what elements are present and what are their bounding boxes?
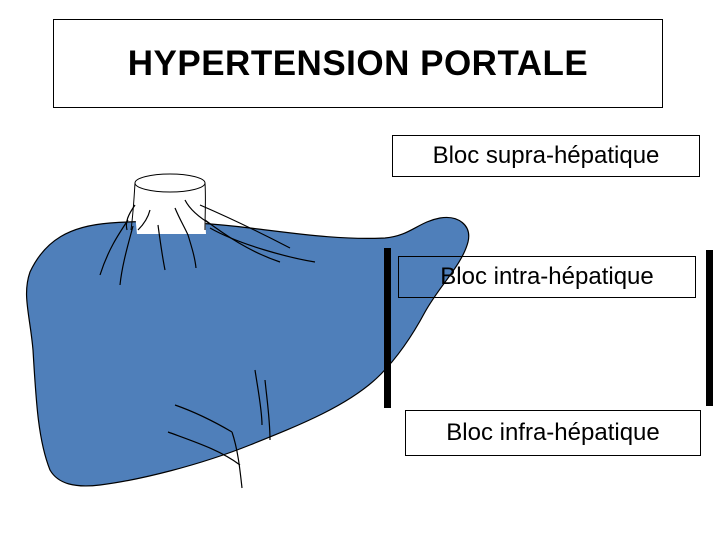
bloc-intra-items: Veinules portales Sinusoïdes Veines cent…	[452, 312, 638, 393]
list-item-veines-centrolobulaires: Veines centrolobulaires	[452, 369, 639, 389]
bloc-supra-items: VCI Veines hépatiques	[468, 186, 615, 240]
bloc-supra-hepatique: Bloc supra-hépatique	[392, 135, 700, 177]
liver-shape	[25, 216, 470, 487]
page-title: HYPERTENSION PORTALE	[127, 43, 589, 83]
list-item-vci: VCI	[468, 189, 499, 209]
list-item-sinusoides: Sinusoïdes	[452, 342, 542, 362]
hepatic-veins	[99, 199, 316, 489]
list-item-veine-porte: Veine porte	[434, 470, 526, 490]
bracket-right	[706, 250, 713, 406]
bloc-infra-hepatique: Bloc infra-hépatique	[405, 410, 701, 456]
title-box: HYPERTENSION PORTALE	[53, 19, 663, 108]
list-item-branches-extrahepatiques: Branches extrahépatiques	[434, 497, 644, 517]
vena-cava	[134, 178, 206, 234]
bracket-left	[384, 248, 391, 408]
list-item-veinules-portales: Veinules portales	[452, 315, 590, 335]
bloc-intra-hepatique: Bloc intra-hépatique	[398, 256, 696, 298]
bloc-infra-items: Veine porte Branches extrahépatiques	[434, 467, 643, 521]
vena-cava-top	[134, 173, 206, 193]
list-item-veines-hepatiques: Veines hépatiques	[468, 216, 616, 236]
